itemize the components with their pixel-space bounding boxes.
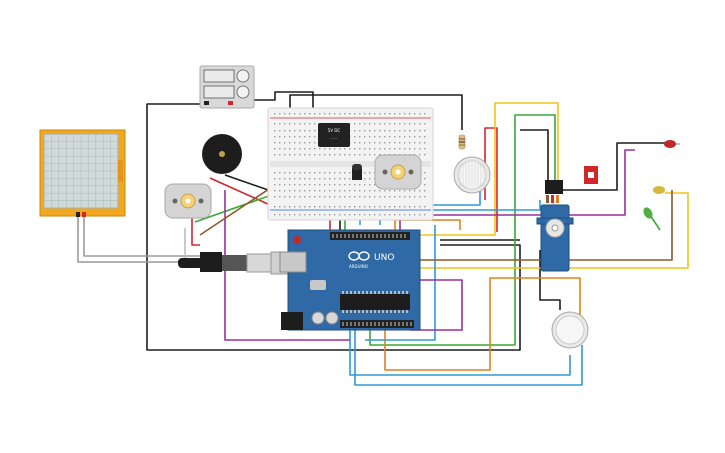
wire-purple-1[interactable] <box>224 190 350 341</box>
arduino-logo-icon <box>348 251 370 261</box>
led-yellow[interactable] <box>653 186 665 194</box>
oscilloscope[interactable] <box>39 129 126 217</box>
relay[interactable]: 5V DC ~~~ <box>318 123 350 147</box>
wire-orange-1[interactable] <box>384 277 581 371</box>
arduino-top-header[interactable] <box>332 234 406 238</box>
gas-sensor-bottom[interactable] <box>551 311 589 349</box>
arduino-uno[interactable]: UNO ARDUINO <box>279 229 421 331</box>
gas-sensor-top[interactable] <box>453 156 491 194</box>
oscilloscope-grid <box>43 133 119 209</box>
piezo-buzzer[interactable] <box>202 134 242 174</box>
breadboard[interactable] <box>267 107 434 221</box>
wire-blue-2[interactable] <box>349 330 571 376</box>
wire-blue-4[interactable] <box>365 225 436 341</box>
led-green[interactable] <box>642 206 655 220</box>
wire-grey-scope-1[interactable] <box>77 216 200 263</box>
resistor[interactable] <box>458 134 466 150</box>
wire-orange-2[interactable] <box>394 219 461 230</box>
slide-switch[interactable] <box>584 166 598 184</box>
wire-purple-3[interactable] <box>410 279 463 331</box>
led-red[interactable] <box>664 140 680 148</box>
relay-label: 5V DC <box>328 128 341 133</box>
power-supply[interactable] <box>199 65 255 109</box>
wire-green-2[interactable] <box>369 114 556 346</box>
arduino-uno-label: UNO <box>374 253 394 263</box>
wire-black-top2[interactable] <box>289 94 463 130</box>
relay-sublabel: ~~~ <box>330 136 338 140</box>
wire-black-top[interactable] <box>230 91 314 110</box>
wire-red-motor[interactable] <box>191 218 200 246</box>
wire-yellow-1[interactable] <box>420 102 559 236</box>
dc-motor-left[interactable] <box>164 183 212 219</box>
wire-blue-1[interactable] <box>354 330 583 386</box>
transistor[interactable] <box>352 164 362 180</box>
wire-black-led[interactable] <box>560 142 668 191</box>
wire-yellow-2[interactable] <box>345 192 689 269</box>
wire-black-right[interactable] <box>520 129 549 180</box>
arduino-bottom-header[interactable] <box>342 322 412 326</box>
wire-brown-2[interactable] <box>340 190 673 261</box>
atmega-chip-pins <box>342 291 408 313</box>
wires <box>77 91 689 386</box>
dc-motor-right[interactable] <box>374 154 422 190</box>
wire-grey-scope-2[interactable] <box>83 216 200 257</box>
servo-motor[interactable] <box>536 180 574 272</box>
wire-purple-2[interactable] <box>399 149 635 232</box>
wire-black-pot[interactable] <box>539 250 561 310</box>
wire-black-loop[interactable] <box>146 103 521 351</box>
arduino-brand-label: ARDUINO <box>349 264 368 269</box>
